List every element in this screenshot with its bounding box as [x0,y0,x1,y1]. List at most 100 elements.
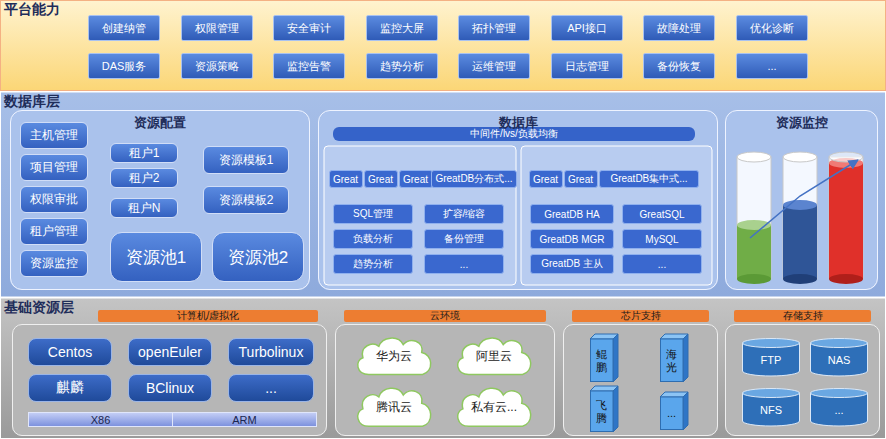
box-label: 资源策略 [195,59,239,74]
box-label: 扩容/缩容 [443,207,486,221]
box-label: SQL管理 [353,207,393,221]
cloud-shape: 私有云... [452,384,536,430]
box-label: BClinux [146,380,194,396]
cloud-path [358,338,431,374]
box-label: 备份恢复 [657,59,701,74]
layer-band: 数据库层资源配置主机管理项目管理权限审批租户管理资源监控租户1租户2租户N资源模… [0,92,886,297]
box-label: 私有云... [471,400,517,414]
box-label: NAS [828,354,851,366]
box-label: 中间件/lvs/负载均衡 [470,127,558,141]
os-box: openEuler [128,338,212,366]
cylinder-level-top [783,200,817,210]
os-box: ... [228,374,314,402]
db-feature-box: ... [622,254,702,274]
box-label: 租户N [128,200,161,217]
cube-front [661,397,684,430]
panel-fill [12,324,327,436]
box-label: 鲲鹏 [596,348,607,372]
box-label: Turbolinux [239,344,304,360]
chip-cube: ... [660,392,688,430]
db-feature-box: MySQL [622,229,702,249]
db-feature-box: SQL管理 [333,204,413,224]
panel-fill [335,324,555,436]
box-label: 租户2 [129,170,160,187]
db-feature-box: Great [364,170,398,188]
storage-cylinder: NFS [742,388,800,426]
heading-text: 基础资源层 [4,299,74,315]
box-label: 资源池1 [126,246,186,269]
box-label: 优化诊断 [750,21,794,36]
db-feature-box: Great [329,170,363,188]
cylinder-glass [783,157,817,279]
cube-front [591,391,614,432]
box-label: 项目管理 [30,159,78,176]
storage-cylinder: FTP [742,338,800,376]
box-label: 创建纳管 [102,21,146,36]
box-label: Great [533,174,558,185]
capability-box: 优化诊断 [736,15,808,41]
panel-fill [563,324,718,436]
db-feature-box: ... [424,254,504,274]
storage-cylinder: ... [810,388,868,426]
config-box: 权限审批 [20,186,88,213]
cylinder-level [737,225,771,279]
db-feature-box: GreatDB MGR [530,229,614,249]
cube-side [683,334,688,382]
group-panel: 资源配置主机管理项目管理权限审批租户管理资源监控租户1租户2租户N资源模板1资源… [10,110,310,290]
cube-side [613,334,618,382]
capability-box: 监控告警 [273,53,345,79]
cylinder-bottom [737,274,771,284]
box-label: 资源模板2 [219,192,274,209]
box-label: 负载分析 [353,232,393,246]
resource-panel: 芯片支持鲲鹏海光飞腾... [563,324,718,436]
heading-text: 平台能力 [4,1,60,17]
capability-box: 监控大屏 [366,15,438,41]
os-box: 麒麟 [28,374,112,402]
group-panel: 数据库中间件/lvs/负载均衡GreatGreatGreatGreatDB分布式… [318,110,718,290]
layer-band: 基础资源层计算机/虚拟化CentosopenEulerTurbolinux麒麟B… [0,298,886,439]
box-label: ARM [232,414,256,426]
box-label: 权限审批 [30,191,78,208]
box-label: Great [368,174,393,185]
cylinder-top [737,152,771,162]
box-label: 权限管理 [195,21,239,36]
box-label: 阿里云 [476,349,512,363]
cloud-path [458,388,531,426]
config-box: 资源模板2 [203,186,289,214]
box-label: openEuler [138,344,202,360]
cloud-shape: 腾讯云 [352,384,436,430]
config-box: 项目管理 [20,154,88,181]
box-label: ... [460,259,468,270]
db-feature-box: 备份管理 [424,229,504,249]
box-label: DAS服务 [102,59,147,74]
box-label: 腾讯云 [376,400,412,414]
heading-text: 存储支持 [734,310,871,322]
cylinder-top [811,339,868,348]
box-label: 资源监控 [30,255,78,272]
sub-panel [521,146,712,285]
box-label: ... [767,60,776,72]
config-box: 资源模板1 [203,146,289,174]
cube-front [591,339,614,382]
panel-fill [318,110,718,290]
box-label: GreatSQL [639,209,684,220]
capability-box: 故障处理 [643,15,715,41]
box-label: ... [658,259,666,270]
platform-band-fill [1,1,886,91]
capability-box: 权限管理 [181,15,253,41]
db-feature-box: GreatDB HA [530,204,614,224]
box-label: ... [834,404,843,416]
cube-front [661,339,684,382]
box-label: ... [265,380,277,396]
resource-panel: 云环境华为云阿里云腾讯云私有云... [335,324,555,436]
box-label: GreatDB 主从 [541,257,603,271]
pool-box: 资源池1 [110,232,202,282]
chip-cube: 飞腾 [590,386,618,432]
capability-box: ... [736,53,808,79]
db-feature-box: Great [399,170,433,188]
box-label: 麒麟 [56,379,84,397]
box-label: ... [666,407,677,419]
heading-text: 计算机/虚拟化 [98,310,318,322]
db-feature-box: GreatDB分布式... [431,170,517,188]
